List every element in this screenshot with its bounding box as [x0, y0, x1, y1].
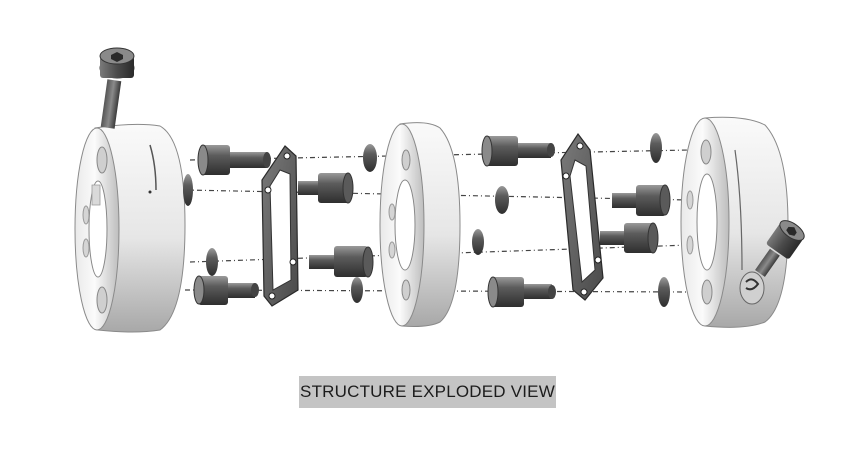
socket-head-screw [309, 246, 374, 278]
socket-head-screw [487, 276, 556, 308]
socket-head-screw [193, 275, 259, 305]
axis-line [189, 244, 691, 263]
diaphragm-plate-right [560, 132, 604, 301]
washer [351, 277, 363, 303]
figure-caption: STRUCTURE EXPLODED VIEW [299, 376, 556, 408]
washer [472, 229, 484, 255]
washer [650, 133, 662, 163]
clamp-screw-right [755, 220, 805, 277]
washer [495, 186, 509, 214]
clamp-hub-left [74, 123, 186, 333]
center-spacer [379, 122, 461, 327]
washer [658, 277, 670, 307]
clamp-screw-left [99, 47, 135, 129]
socket-head-screw [298, 172, 354, 204]
socket-head-screw [197, 144, 271, 176]
socket-head-screw [600, 222, 659, 254]
washer [183, 174, 193, 206]
axis-line [189, 149, 691, 161]
socket-head-screw [612, 184, 671, 216]
washer [206, 248, 218, 276]
diaphragm-plate-left [261, 145, 299, 307]
washer [363, 144, 377, 172]
clamp-hub-right [680, 116, 789, 328]
socket-head-screw [481, 135, 555, 167]
